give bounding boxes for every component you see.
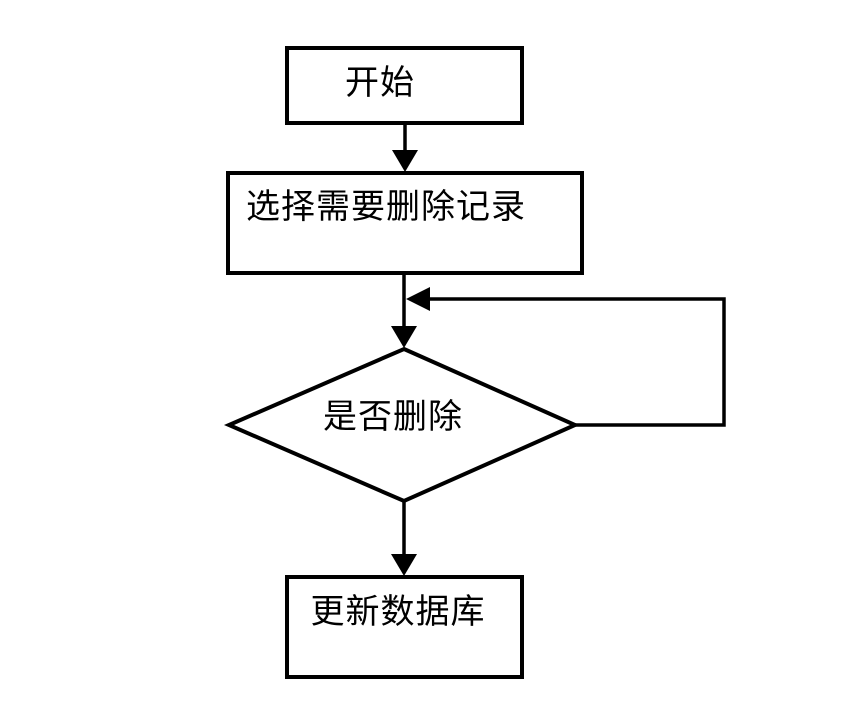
select-node-shape: [226, 171, 584, 275]
select-node-label: 选择需要删除记录: [246, 189, 526, 226]
arrowhead-start-to-select: [392, 150, 418, 172]
connector-decision-loopback: [425, 297, 726, 427]
arrowhead-decision-loopback: [406, 287, 430, 311]
update-node-label: 更新数据库: [310, 594, 486, 631]
update-node-shape: [285, 575, 524, 679]
arrowhead-select-to-decision: [391, 326, 417, 348]
start-node-label: 开始: [345, 65, 415, 102]
decision-node-shape: [223, 346, 580, 504]
start-node-shape: [285, 46, 524, 125]
arrowhead-decision-to-update: [391, 554, 417, 576]
decision-node-label: 是否删除: [323, 399, 463, 436]
